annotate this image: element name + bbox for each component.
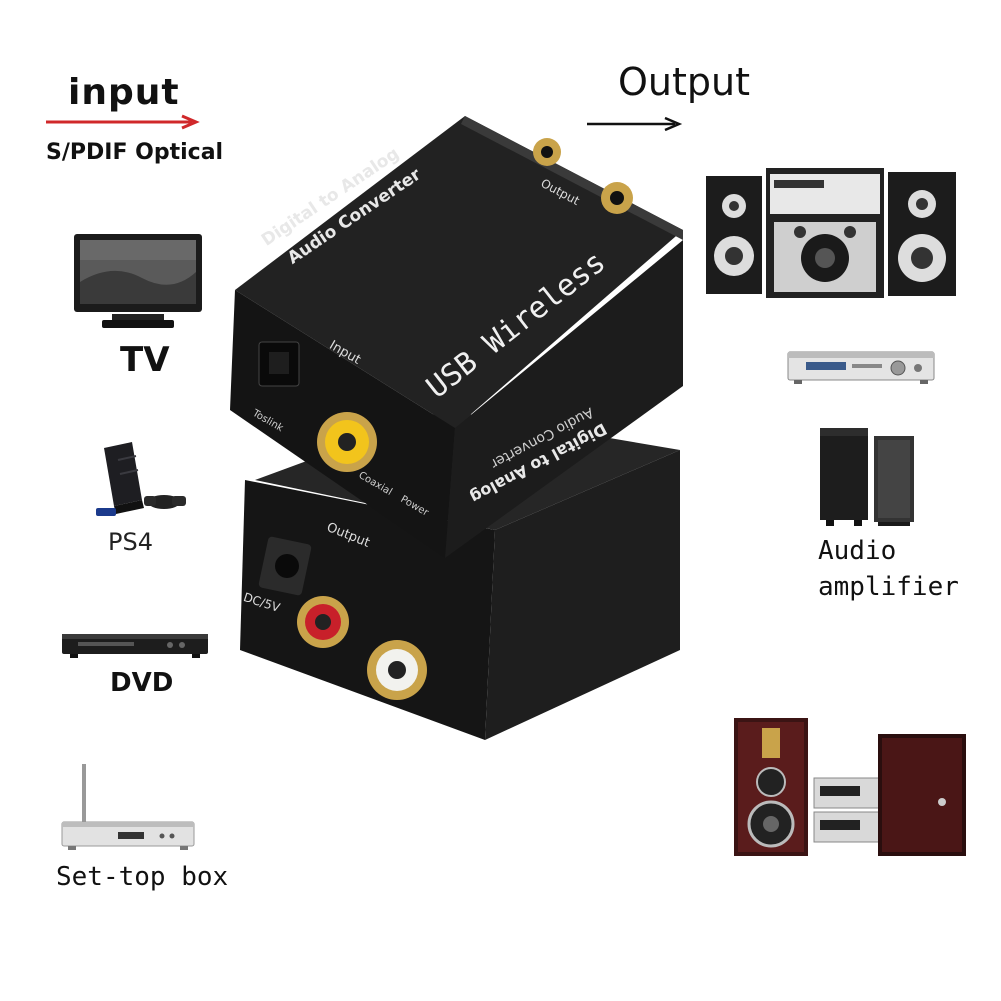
input-arrow-icon <box>46 114 200 130</box>
input-subtitle: S/PDIF Optical <box>46 140 224 165</box>
amplifier-speakers-icon <box>820 428 914 526</box>
source-label-ps4: PS4 <box>108 528 153 556</box>
converter-top <box>230 116 683 558</box>
speaker-system-icon <box>706 168 956 298</box>
input-title: input <box>68 72 180 113</box>
source-label-set-top-box: Set-top box <box>56 862 229 892</box>
source-label-dvd: DVD <box>110 668 174 698</box>
output-label-amplifier-line1: Audio <box>818 536 897 566</box>
source-label-tv: TV <box>120 340 170 380</box>
dvd-player-icon <box>62 634 208 658</box>
ps4-console-icon <box>96 442 186 516</box>
output-arrow-icon <box>587 116 683 132</box>
converter-devices-illustration <box>230 116 683 740</box>
output-title: Output <box>618 60 750 104</box>
receiver-icon <box>787 351 935 384</box>
tv-icon <box>74 234 202 328</box>
output-label-amplifier-line2: amplifier <box>818 572 959 602</box>
set-top-box-icon <box>61 764 195 850</box>
hifi-system-icon <box>734 718 966 856</box>
